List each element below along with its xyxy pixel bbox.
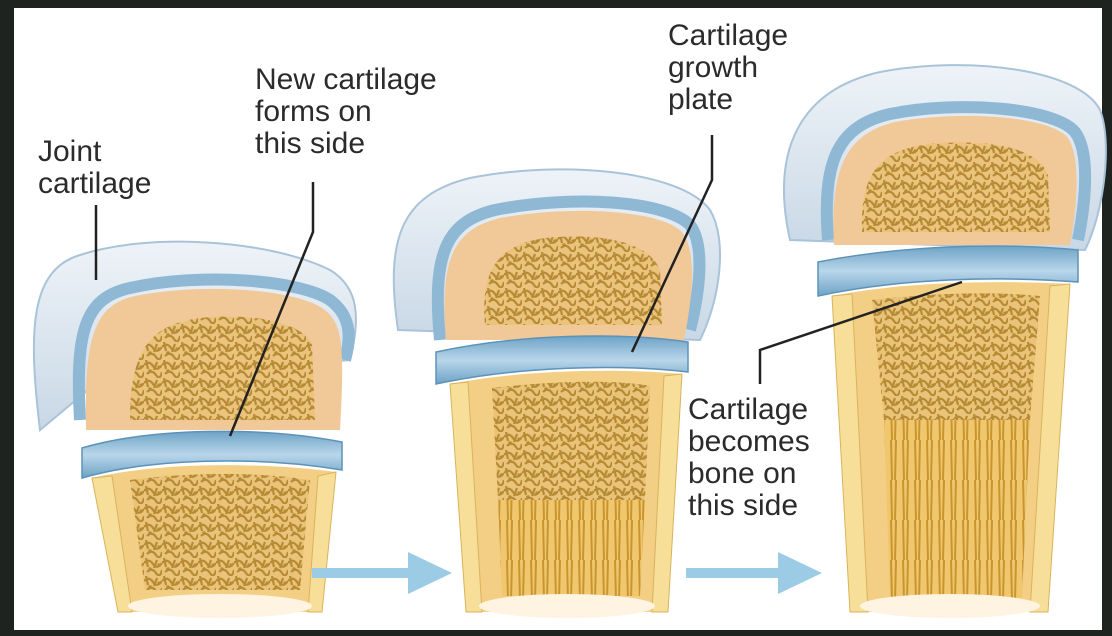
spongy-bone-shaft-1 [130, 474, 310, 590]
marrow-cavity-3 [860, 594, 1040, 618]
bone-stage-3 [784, 65, 1106, 618]
streaked-bone-shaft-3 [884, 420, 1030, 598]
bone-stage-1 [34, 242, 356, 618]
progress-arrow-1 [312, 552, 452, 594]
label-joint-cartilage: Joint cartilage [38, 136, 151, 200]
progress-arrow-2 [686, 552, 822, 594]
spongy-bone-head-2 [484, 237, 662, 325]
marrow-cavity-1 [128, 594, 312, 618]
label-new-cartilage: New cartilage forms on this side [255, 64, 437, 160]
spongy-bone-shaft-3 [872, 293, 1040, 420]
label-becomes-bone: Cartilage becomes bone on this side [688, 394, 810, 522]
spongy-bone-shaft-2 [492, 382, 650, 500]
bone-stage-2 [394, 169, 720, 618]
marrow-cavity-2 [479, 594, 655, 618]
label-growth-plate: Cartilage growth plate [668, 20, 788, 116]
streaked-bone-shaft-2 [498, 500, 645, 596]
